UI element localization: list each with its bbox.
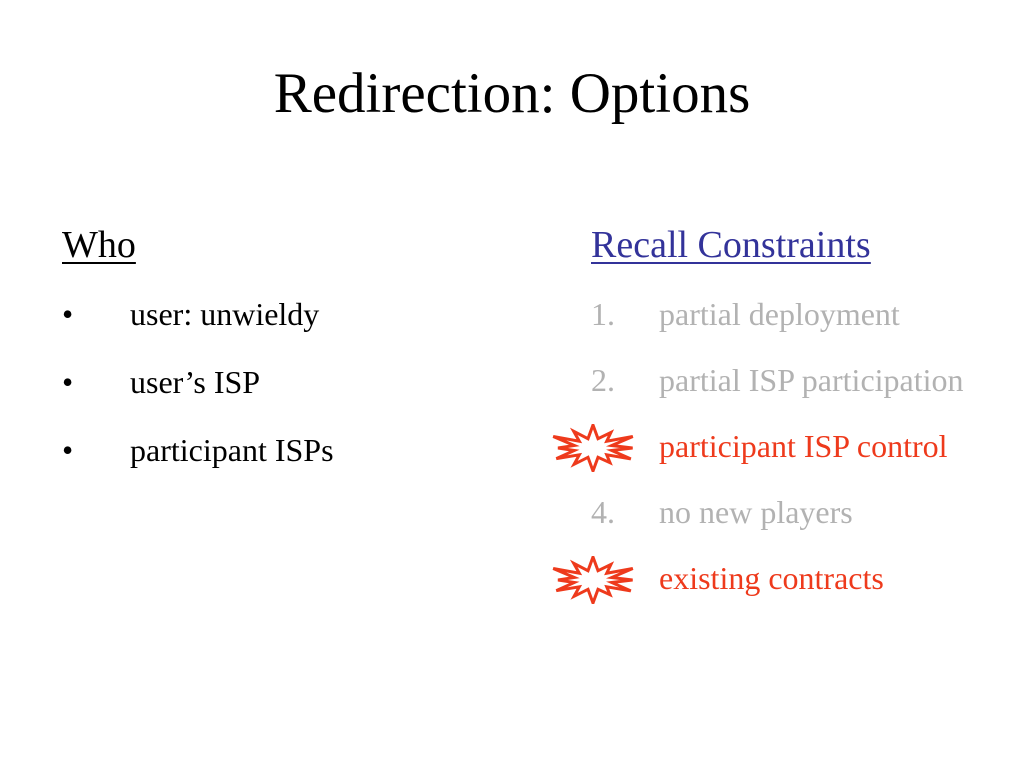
- constraint-number: 1.: [591, 296, 615, 332]
- bullet-icon: •: [62, 296, 74, 332]
- explosion-burst-icon: [552, 424, 634, 472]
- constraint-text: existing contracts: [659, 560, 884, 596]
- constraint-text: participant ISP control: [659, 428, 948, 464]
- constraint-number: 2.: [591, 362, 615, 398]
- constraint-text: partial ISP participation: [659, 362, 964, 398]
- bullet-icon: •: [62, 432, 74, 468]
- who-item-text: participant ISPs: [130, 432, 334, 468]
- constraint-number: 4.: [591, 494, 615, 530]
- who-item-text: user: unwieldy: [130, 296, 320, 332]
- slide-title: Redirection: Options: [273, 62, 751, 125]
- constraint-text: partial deployment: [659, 296, 900, 332]
- recall-constraints-heading: Recall Constraints: [591, 222, 871, 268]
- who-heading: Who: [62, 224, 136, 266]
- explosion-burst-icon: [552, 556, 634, 604]
- who-item-text: user’s ISP: [130, 364, 261, 400]
- bullet-icon: •: [62, 364, 74, 400]
- constraint-text: no new players: [659, 494, 853, 530]
- recall-constraints-link[interactable]: Recall Constraints: [591, 224, 871, 266]
